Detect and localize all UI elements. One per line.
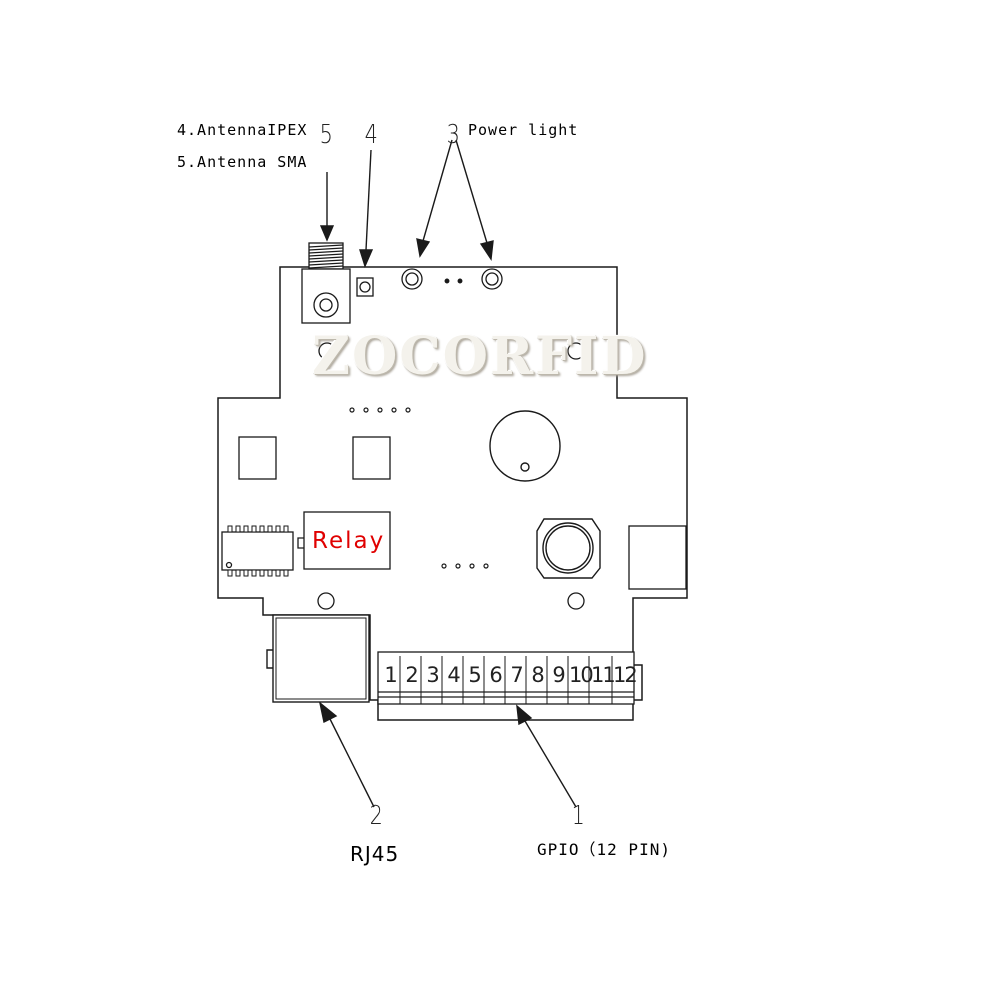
gpio-pin-7: 7 (510, 663, 523, 687)
gpio-pin-8: 8 (531, 663, 544, 687)
gpio-pin-4: 4 (447, 663, 460, 687)
gpio-pin-2: 2 (405, 663, 418, 687)
gpio-label: GPIO（12 PIN) (537, 840, 671, 859)
pad-row-top (349, 407, 411, 413)
coil-component (536, 518, 601, 579)
buzzer (489, 410, 561, 482)
callout-number-1: 1 (571, 801, 585, 831)
callout-number-4: 4 (364, 120, 378, 150)
gpio-pin-1: 1 (384, 663, 397, 687)
ic-chip (221, 525, 294, 577)
ipex-connector (356, 277, 374, 297)
rj45-jack (266, 614, 370, 703)
gpio-pin-9: 9 (552, 663, 565, 687)
square-pads (238, 436, 391, 480)
sma-antenna-connector (301, 242, 351, 324)
callout-arrows (318, 139, 577, 808)
pad-row-mid (441, 563, 489, 569)
rj45-label: RJ45 (350, 842, 400, 866)
gpio-pin-5: 5 (468, 663, 481, 687)
gpio-terminal-block (377, 651, 635, 705)
mounting-holes (317, 342, 585, 610)
callout-number-3: 3 (446, 120, 460, 150)
gpio-pin-6: 6 (489, 663, 502, 687)
callout-number-5: 5 (319, 120, 333, 150)
gpio-pin-3: 3 (426, 663, 439, 687)
gpio-pin-10: 10 (569, 663, 594, 687)
relay-label: Relay (312, 528, 386, 554)
board-outline (217, 266, 688, 721)
power-leds (401, 268, 503, 290)
side-module (628, 525, 687, 590)
label-antenna-sma: 5.Antenna SMA (177, 153, 308, 171)
brand-watermark: ZOCORFID (312, 326, 648, 387)
callout-number-2: 2 (369, 801, 383, 831)
gpio-pin-12: 12 (613, 663, 638, 687)
label-power-light: Power light (468, 121, 579, 139)
label-antenna-ipex: 4.AntennaIPEX (177, 121, 308, 139)
relay-body (297, 511, 391, 570)
gpio-pin-11: 11 (591, 663, 616, 687)
